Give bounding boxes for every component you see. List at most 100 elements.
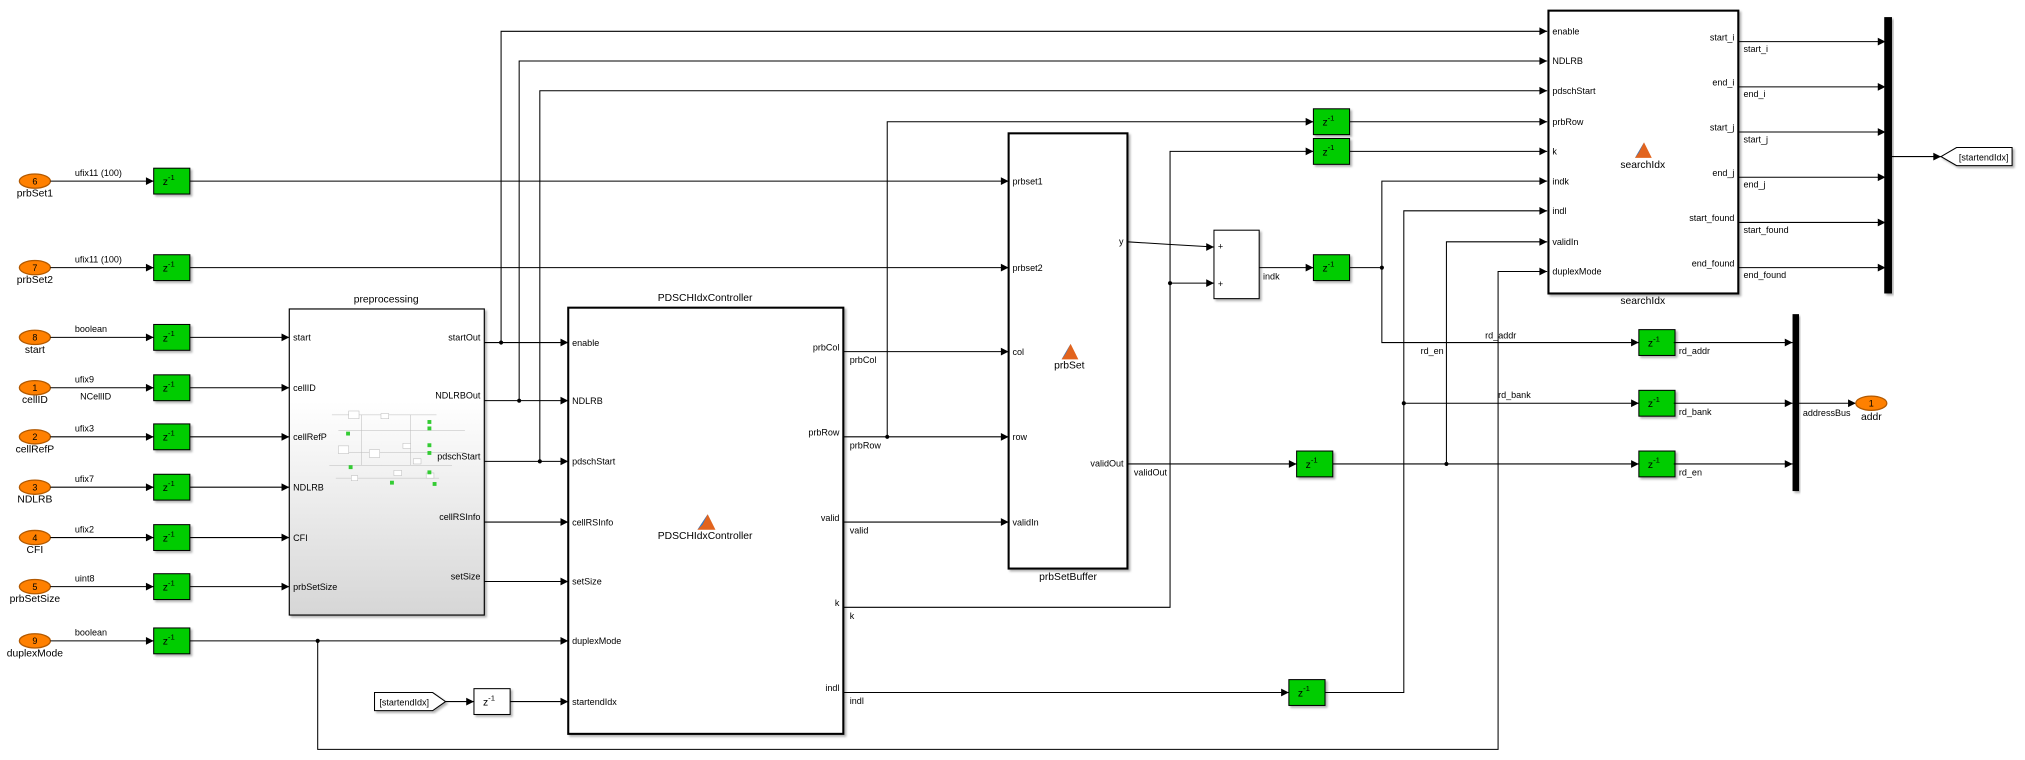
- arrowhead-icon: [281, 582, 290, 591]
- arrowhead-icon: [1539, 147, 1548, 156]
- bus-creator-startendIdx[interactable]: [1884, 17, 1892, 294]
- preprocessing-block[interactable]: [288, 308, 485, 616]
- arrowhead-icon: [1305, 263, 1314, 272]
- delay-base: z: [1648, 338, 1653, 349]
- unit-delay-body[interactable]: [473, 688, 511, 716]
- prbsetbuffer-center-label: prbSet: [1054, 360, 1085, 371]
- sum-block[interactable]: ++: [1213, 229, 1260, 300]
- unit-delay-body[interactable]: [153, 374, 191, 402]
- unit-delay-prbSet1[interactable]: z-1: [153, 167, 191, 195]
- inport-name: NDLRB: [17, 495, 52, 506]
- signal-label: valid: [850, 526, 869, 536]
- unit-delay-body[interactable]: [153, 473, 191, 501]
- unit-delay-body[interactable]: [1312, 108, 1351, 136]
- signal-label: start_j: [1743, 134, 1768, 144]
- unit-delay-validOut[interactable]: z-1: [1296, 450, 1334, 478]
- unit-delay-CFI[interactable]: z-1: [153, 524, 191, 551]
- unit-delay-cellID[interactable]: z-1: [153, 374, 191, 402]
- input-port-label: cellRSInfo: [572, 517, 613, 527]
- goto-tag-label: [startendIdx]: [1959, 152, 2009, 162]
- signal-line[interactable]: [1381, 267, 1639, 344]
- signal-line[interactable]: [539, 90, 1548, 462]
- unit-delay-start[interactable]: z-1: [153, 323, 191, 351]
- arrowhead-icon: [1539, 237, 1548, 246]
- unit-delay-prbSetSize[interactable]: z-1: [153, 573, 191, 601]
- unit-delay-prbSet2[interactable]: z-1: [153, 254, 191, 282]
- arrowhead-icon: [1933, 152, 1942, 161]
- signal-line[interactable]: [1127, 241, 1214, 248]
- unit-delay-rd-en[interactable]: z-1: [1638, 450, 1676, 478]
- unit-delay-body[interactable]: [1638, 450, 1676, 478]
- signal-label: rd_addr: [1485, 331, 1516, 341]
- unit-delay-label: z-1: [1298, 684, 1310, 699]
- unit-delay-body[interactable]: [153, 573, 191, 601]
- unit-delay-indk[interactable]: z-1: [1312, 254, 1351, 282]
- preprocessing-subsystem[interactable]: preprocessingstartcellIDcellRefPNDLRBCFI…: [288, 295, 485, 616]
- unit-delay-label: z-1: [163, 329, 175, 344]
- unit-delay-prbRow[interactable]: z-1: [1312, 108, 1351, 136]
- unit-delay-body[interactable]: [1638, 389, 1676, 417]
- outport-addr-port[interactable]: [1855, 395, 1888, 411]
- unit-delay-body[interactable]: [153, 167, 191, 195]
- unit-delay-body[interactable]: [153, 627, 191, 655]
- sum-sign: +: [1218, 279, 1223, 289]
- outport-name: addr: [1861, 412, 1882, 423]
- unit-delay-body[interactable]: [153, 323, 191, 351]
- signal-line[interactable]: [500, 30, 1548, 343]
- signal-label: rd_en: [1421, 346, 1444, 356]
- signal-line[interactable]: [1445, 241, 1548, 464]
- arrowhead-icon: [1877, 173, 1886, 182]
- pdsch-idx-controller-block[interactable]: PDSCHIdxControllerPDSCHIdxControllerenab…: [567, 293, 845, 735]
- arrowhead-icon: [1000, 432, 1009, 441]
- bus-creator-addressBus[interactable]: [1792, 314, 1799, 492]
- thumbnail-delay: [427, 443, 432, 448]
- output-port-label: indl: [825, 683, 839, 693]
- unit-delay-k[interactable]: z-1: [1312, 137, 1351, 165]
- input-port-label: indk: [1552, 176, 1569, 186]
- prbsetbuffer-block[interactable]: prbSetBufferprbSetprbset1prbset2colrowva…: [1007, 132, 1129, 583]
- inport-name: prbSet2: [17, 275, 53, 286]
- unit-delay-rd-bank[interactable]: z-1: [1638, 389, 1676, 417]
- unit-delay-body[interactable]: [153, 524, 191, 551]
- signal-line[interactable]: [886, 121, 1314, 437]
- signal-line[interactable]: [1325, 210, 1548, 694]
- input-port-label: cellID: [293, 383, 316, 393]
- unit-delay-body[interactable]: [153, 423, 191, 451]
- input-port-label: cellRefP: [293, 432, 327, 442]
- signal-line[interactable]: [518, 60, 1548, 401]
- unit-delay-rd-addr[interactable]: z-1: [1638, 329, 1676, 356]
- delay-base: z: [163, 177, 168, 188]
- unit-delay-body[interactable]: [1296, 450, 1334, 478]
- unit-delay-NDLRB[interactable]: z-1: [153, 473, 191, 501]
- signal-line[interactable]: [317, 271, 1548, 750]
- signal-label: validOut: [1134, 468, 1168, 478]
- signal-line[interactable]: [1381, 180, 1548, 268]
- unit-delay-cellRefP[interactable]: z-1: [153, 423, 191, 451]
- arrowhead-icon: [1631, 460, 1639, 468]
- sum-body[interactable]: [1213, 229, 1260, 300]
- searchidx-block[interactable]: searchIdxsearchIdxenableNDLRBpdschStartp…: [1547, 9, 1740, 307]
- port-number: 9: [32, 636, 37, 646]
- unit-delay-indl[interactable]: z-1: [1288, 679, 1326, 706]
- delay-base: z: [163, 533, 168, 544]
- delay-base: z: [163, 384, 168, 395]
- unit-delay-duplexMode[interactable]: z-1: [153, 627, 191, 655]
- data-type-label: ufix9: [75, 375, 94, 385]
- input-port-label: validIn: [1013, 517, 1039, 527]
- unit-delay-startendIdx[interactable]: z-1: [473, 688, 511, 716]
- input-port-label: NDLRB: [293, 482, 324, 492]
- unit-delay-label: z-1: [1322, 113, 1334, 128]
- arrowhead-icon: [281, 383, 290, 392]
- unit-delay-body[interactable]: [1638, 329, 1676, 356]
- from-tag-startendIdx[interactable]: [374, 692, 447, 712]
- input-port-label: prbSetSize: [293, 582, 337, 592]
- signal-label: rd_en: [1679, 468, 1702, 478]
- arrowhead-icon: [1000, 518, 1009, 526]
- input-port-label: pdschStart: [1552, 86, 1596, 96]
- signal-line[interactable]: [843, 150, 1314, 608]
- arrowhead-icon: [281, 483, 290, 492]
- goto-tag-startendIdx[interactable]: [1940, 147, 2013, 167]
- thumbnail-block: [348, 410, 360, 420]
- delay-exponent: -1: [168, 429, 175, 438]
- unit-delay-label: z-1: [163, 379, 175, 394]
